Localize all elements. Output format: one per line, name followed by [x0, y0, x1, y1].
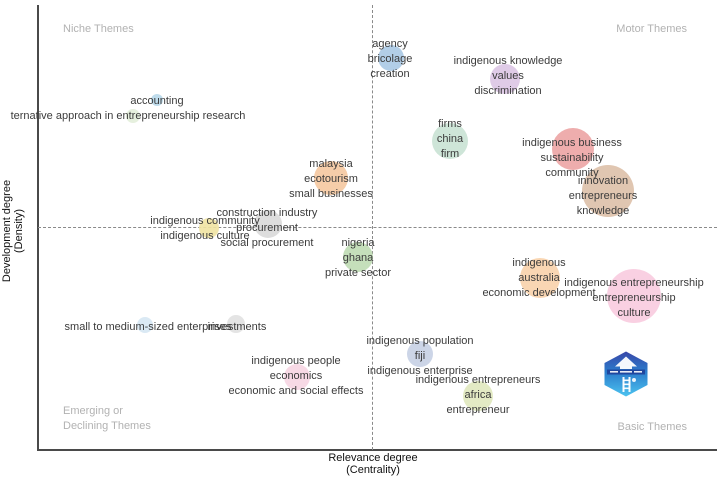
y-axis-label-line1: Development degree	[1, 179, 13, 283]
cluster-word: firm	[440, 148, 460, 160]
cluster-word: indigenous business	[522, 137, 622, 149]
cluster-label-investments: investments	[208, 320, 267, 335]
cluster-label-africa: indigenous entrepreneurs africa entreprene…	[416, 373, 541, 418]
quadrant-label-emerging-line2: Declining Themes	[63, 420, 151, 432]
cluster-word: australia	[518, 272, 560, 284]
cluster-word: innovation	[577, 175, 629, 187]
cluster-word: ecotourism	[304, 173, 358, 185]
density-median-dashed-line	[38, 227, 717, 228]
cluster-bubble-indigenous-entrepreneurship	[607, 269, 661, 323]
cluster-bubble-alternative-approach	[126, 109, 140, 123]
cluster-bubble-accounting	[151, 94, 163, 106]
cluster-label-indigenous-entrepreneurship: indigenous entrepreneurship entrepreneurs…	[564, 276, 703, 321]
cluster-word: entrepreneurs	[568, 190, 638, 202]
quadrant-label-niche-themes: Niche Themes	[63, 23, 134, 35]
hexagon-logo-watermark-icon	[604, 351, 648, 397]
cluster-word: ghana	[342, 252, 374, 264]
cluster-label-firms: firms china firm	[437, 117, 463, 162]
cluster-bubble-economics	[284, 364, 310, 390]
cluster-word: entrepreneur	[446, 404, 510, 416]
cluster-word: fiji	[414, 350, 426, 362]
cluster-word: ternative approach in entrepreneurship r…	[10, 110, 246, 122]
x-axis-label-line1: Relevance degree	[328, 452, 418, 464]
cluster-word: social procurement	[220, 237, 314, 249]
x-axis-line	[37, 449, 717, 451]
cluster-word: indigenous knowledge	[453, 55, 563, 67]
cluster-label-small-to-medium-sized-enterprises: small to medium-sized enterprises	[65, 320, 232, 335]
cluster-word: indigenous enterprise	[367, 365, 473, 377]
quadrant-label-basic-themes: Basic Themes	[617, 421, 688, 433]
cluster-word: indigenous entrepreneurship	[564, 277, 704, 289]
cluster-word: indigenous people	[251, 355, 341, 367]
cluster-bubble-small-to-medium-sized-enterprises	[137, 317, 153, 333]
cluster-word: bricolage	[367, 53, 413, 65]
cluster-word: private sector	[324, 267, 392, 279]
cluster-word: indigenous culture	[160, 230, 250, 242]
y-axis-label-line2: (Density)	[13, 209, 25, 254]
cluster-bubble-australia	[520, 258, 560, 298]
cluster-word: nigeria	[341, 237, 375, 249]
x-axis-label: Relevance degree (Centrality)	[253, 452, 493, 476]
cluster-word: investments	[207, 321, 267, 333]
cluster-word: discrimination	[474, 85, 542, 97]
cluster-label-agency: agency bricolage creation	[368, 37, 413, 82]
y-axis-label: Development degree (Density)	[1, 121, 25, 341]
cluster-bubble-agency	[378, 45, 404, 71]
cluster-label-indigenous-community: indigenous community indigenous culture	[150, 214, 259, 244]
cluster-bubble-innovation	[582, 165, 634, 217]
cluster-word: africa	[464, 389, 492, 401]
cluster-word: malaysia	[309, 158, 353, 170]
x-axis-label-line2: (Centrality)	[346, 464, 400, 476]
cluster-bubble-nigeria	[343, 242, 373, 272]
cluster-label-construction-industry: construction industry procurement social p…	[217, 206, 318, 251]
cluster-word: indigenous entrepreneurs	[415, 374, 541, 386]
cluster-label-accounting: accounting	[130, 94, 183, 109]
cluster-label-economics: indigenous people economics economic and s…	[229, 354, 364, 399]
cluster-word: sustainability	[540, 152, 604, 164]
cluster-bubble-indigenous-business	[552, 128, 594, 170]
cluster-word: procurement	[236, 222, 298, 234]
cluster-word: economics	[269, 370, 323, 382]
quadrant-label-emerging-declining-themes: Emerging or Declining Themes	[63, 404, 151, 434]
cluster-word: economic development	[482, 287, 596, 299]
cluster-word: indigenous	[512, 257, 566, 269]
cluster-word: culture	[617, 307, 651, 319]
cluster-label-alternative-approach: ternative approach in entrepreneurship r…	[11, 109, 246, 124]
cluster-word: community	[545, 167, 599, 179]
cluster-bubble-indigenous-community	[199, 218, 219, 238]
cluster-word: economic and social effects	[228, 385, 364, 397]
cluster-bubble-firms	[432, 123, 468, 159]
cluster-bubble-africa	[463, 381, 493, 411]
y-axis-line	[37, 5, 39, 450]
cluster-word: firms	[438, 118, 462, 130]
cluster-bubble-investments	[227, 315, 245, 333]
cluster-label-fiji: indigenous population fiji indigenous ente…	[366, 334, 473, 379]
cluster-word: indigenous community	[150, 215, 260, 227]
cluster-word: entrepreneurship	[592, 292, 676, 304]
cluster-bubble-construction-industry	[254, 210, 282, 238]
cluster-label-malaysia: malaysia ecotourism small businesses	[289, 157, 373, 202]
cluster-word: agency	[372, 38, 408, 50]
cluster-label-indigenous-knowledge: indigenous knowledge values discrimination	[454, 54, 563, 99]
cluster-bubble-indigenous-knowledge	[490, 64, 520, 94]
cluster-word: small businesses	[289, 188, 373, 200]
quadrant-label-motor-themes: Motor Themes	[616, 23, 687, 35]
cluster-word: indigenous population	[366, 335, 474, 347]
cluster-word: values	[492, 70, 524, 82]
cluster-word: knowledge	[576, 205, 630, 217]
cluster-label-innovation: innovation entrepreneurs knowledge	[569, 174, 638, 219]
cluster-word: accounting	[130, 95, 184, 107]
cluster-word: creation	[370, 68, 410, 80]
cluster-label-indigenous-business: indigenous business sustainability communi…	[522, 136, 622, 181]
cluster-label-australia: indigenous australia economic development	[482, 256, 595, 301]
cluster-word: construction industry	[216, 207, 318, 219]
quadrant-label-emerging-line1: Emerging or	[63, 405, 123, 417]
cluster-bubble-malaysia	[314, 161, 348, 195]
cluster-word: small to medium-sized enterprises	[64, 321, 232, 333]
cluster-bubble-fiji	[407, 341, 433, 367]
cluster-label-nigeria: nigeria ghana private sector	[325, 236, 391, 281]
cluster-word: china	[436, 133, 464, 145]
